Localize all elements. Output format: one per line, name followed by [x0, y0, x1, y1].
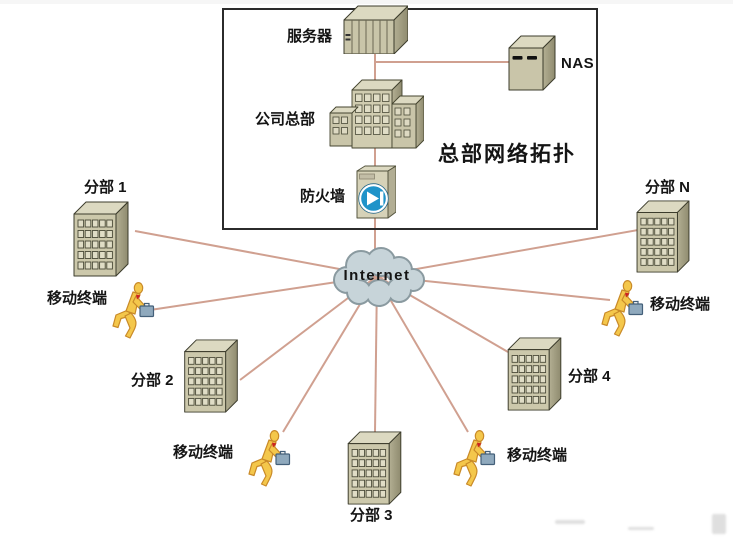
mobile-terminal-2-person-icon: [246, 430, 292, 488]
branch-n-building-icon: [635, 199, 691, 274]
mobile-terminal-4-label: 移动终端: [507, 447, 568, 464]
nas-label: NAS: [561, 55, 595, 72]
branch-4-label: 分部 4: [568, 368, 611, 385]
branch-n-label: 分部 N: [645, 179, 691, 196]
watermark-smudge: [555, 520, 585, 524]
watermark-smudge: [628, 527, 654, 530]
mobile-terminal-1-label: 移动终端: [47, 290, 108, 307]
internet-label: Internet: [343, 267, 411, 284]
branch-1-building-icon: [72, 200, 130, 278]
branch-3-label: 分部 3: [350, 507, 393, 524]
hq-box-outline: [222, 8, 598, 230]
headquarters-label: 公司总部: [255, 111, 316, 128]
mobile-terminal-1-person-icon: [110, 282, 156, 340]
server-label: 服务器: [287, 28, 333, 45]
branch-3-building-icon: [346, 430, 403, 506]
image-top-border: [0, 0, 733, 4]
server-icon: [342, 4, 408, 54]
mobile-terminal-4-person-icon: [451, 430, 497, 488]
hq-box-title: 总部网络拓扑: [438, 143, 576, 166]
firewall-icon: [356, 165, 396, 219]
branch-4-building-icon: [506, 336, 563, 412]
branch-2-building-icon: [182, 338, 240, 414]
mobile-terminal-n-label: 移动终端: [650, 296, 711, 313]
branch-1-label: 分部 1: [84, 179, 127, 196]
watermark-smudge: [712, 514, 726, 534]
nas-icon: [507, 34, 557, 92]
branch-2-label: 分部 2: [131, 372, 174, 389]
mobile-terminal-n-person-icon: [599, 280, 645, 338]
headquarters-building-icon: [328, 76, 424, 150]
mobile-terminal-2-label: 移动终端: [173, 444, 234, 461]
firewall-label: 防火墙: [300, 188, 346, 205]
